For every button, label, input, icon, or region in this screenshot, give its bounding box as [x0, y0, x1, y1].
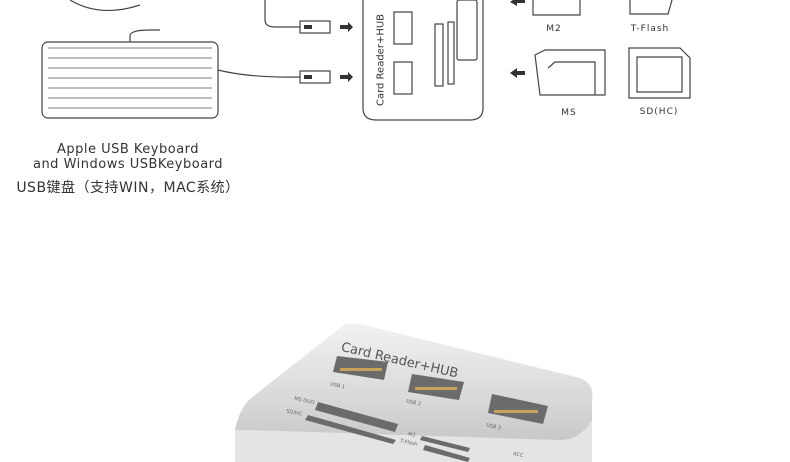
mouse-cable	[69, 0, 300, 28]
device-label: Card Reader+HUB	[375, 13, 387, 107]
card-label-tflash: T-Flash	[630, 24, 670, 34]
card-label-ms: MS	[561, 108, 577, 118]
keyboard-drawing	[41, 41, 219, 119]
sd-card-drawing	[628, 47, 691, 99]
usb-plug-icon	[299, 20, 331, 34]
keyboard-cable	[217, 69, 301, 78]
ms-card-drawing	[534, 49, 606, 96]
arrow-left-icon	[510, 68, 525, 78]
card-reader-photo	[235, 323, 593, 462]
card-label-m2: M2	[546, 24, 562, 34]
m2-card-drawing	[532, 0, 581, 16]
card-label-sd: SD(HC)	[639, 107, 679, 117]
arrow-right-icon	[340, 72, 353, 82]
usb-plug-icon	[299, 70, 331, 84]
arrow-left-icon	[510, 0, 525, 6]
arrow-right-icon	[340, 22, 353, 32]
keyboard-keys	[48, 47, 212, 109]
keyboard-caption-line3: USB键盘（支持WIN，MAC系统）	[16, 180, 240, 196]
card-reader-drawing	[362, 0, 484, 121]
photo-slot-label: M2	[407, 431, 417, 439]
keyboard-caption-line2: and Windows USBKeyboard	[32, 157, 224, 172]
tflash-card-drawing	[629, 0, 673, 15]
keyboard-caption-line1: Apple USB Keyboard	[56, 142, 200, 157]
